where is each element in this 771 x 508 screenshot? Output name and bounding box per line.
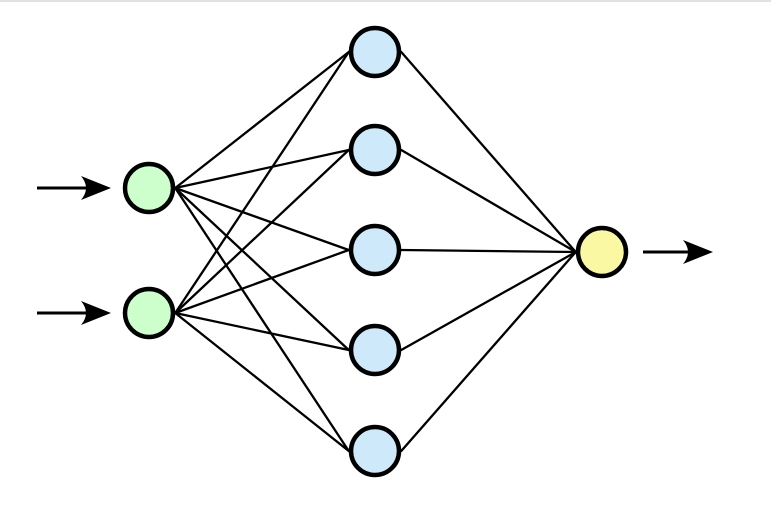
edge-hidden-5-to-output-1: [400, 250, 577, 453]
edge-input-2-to-hidden-5: [174, 311, 350, 453]
edge-input-2-to-hidden-2: [174, 148, 350, 315]
input-arrow-1-head-icon: [81, 176, 111, 200]
edge-hidden-4-to-output-1: [400, 250, 577, 352]
hidden-4-node: [348, 323, 402, 377]
edge-input-1-to-hidden-3: [174, 186, 350, 252]
edge-hidden-3-to-output-1: [400, 248, 577, 254]
edge-input-1-to-hidden-1: [174, 50, 350, 190]
edge-input-2-to-hidden-3: [174, 248, 350, 315]
input-1-node: [122, 161, 176, 215]
hidden-5-node: [348, 424, 402, 478]
edge-hidden-1-to-output-1: [400, 50, 577, 254]
edge-hidden-2-to-output-1: [400, 148, 577, 254]
edge-input-1-to-hidden-5: [174, 186, 350, 453]
edge-input-2-to-hidden-1: [174, 50, 350, 315]
output-arrow-1-head-icon: [683, 240, 713, 264]
edge-input-1-to-hidden-2: [174, 148, 350, 190]
hidden-2-node: [348, 123, 402, 177]
edge-input-1-to-hidden-4: [174, 186, 350, 352]
top-border-line: [0, 0, 771, 2]
input-arrow-2-head-icon: [81, 301, 111, 325]
output-1-node: [575, 225, 629, 279]
hidden-1-node: [348, 25, 402, 79]
input-2-node: [122, 286, 176, 340]
hidden-3-node: [348, 223, 402, 277]
edge-input-2-to-hidden-4: [174, 311, 350, 352]
